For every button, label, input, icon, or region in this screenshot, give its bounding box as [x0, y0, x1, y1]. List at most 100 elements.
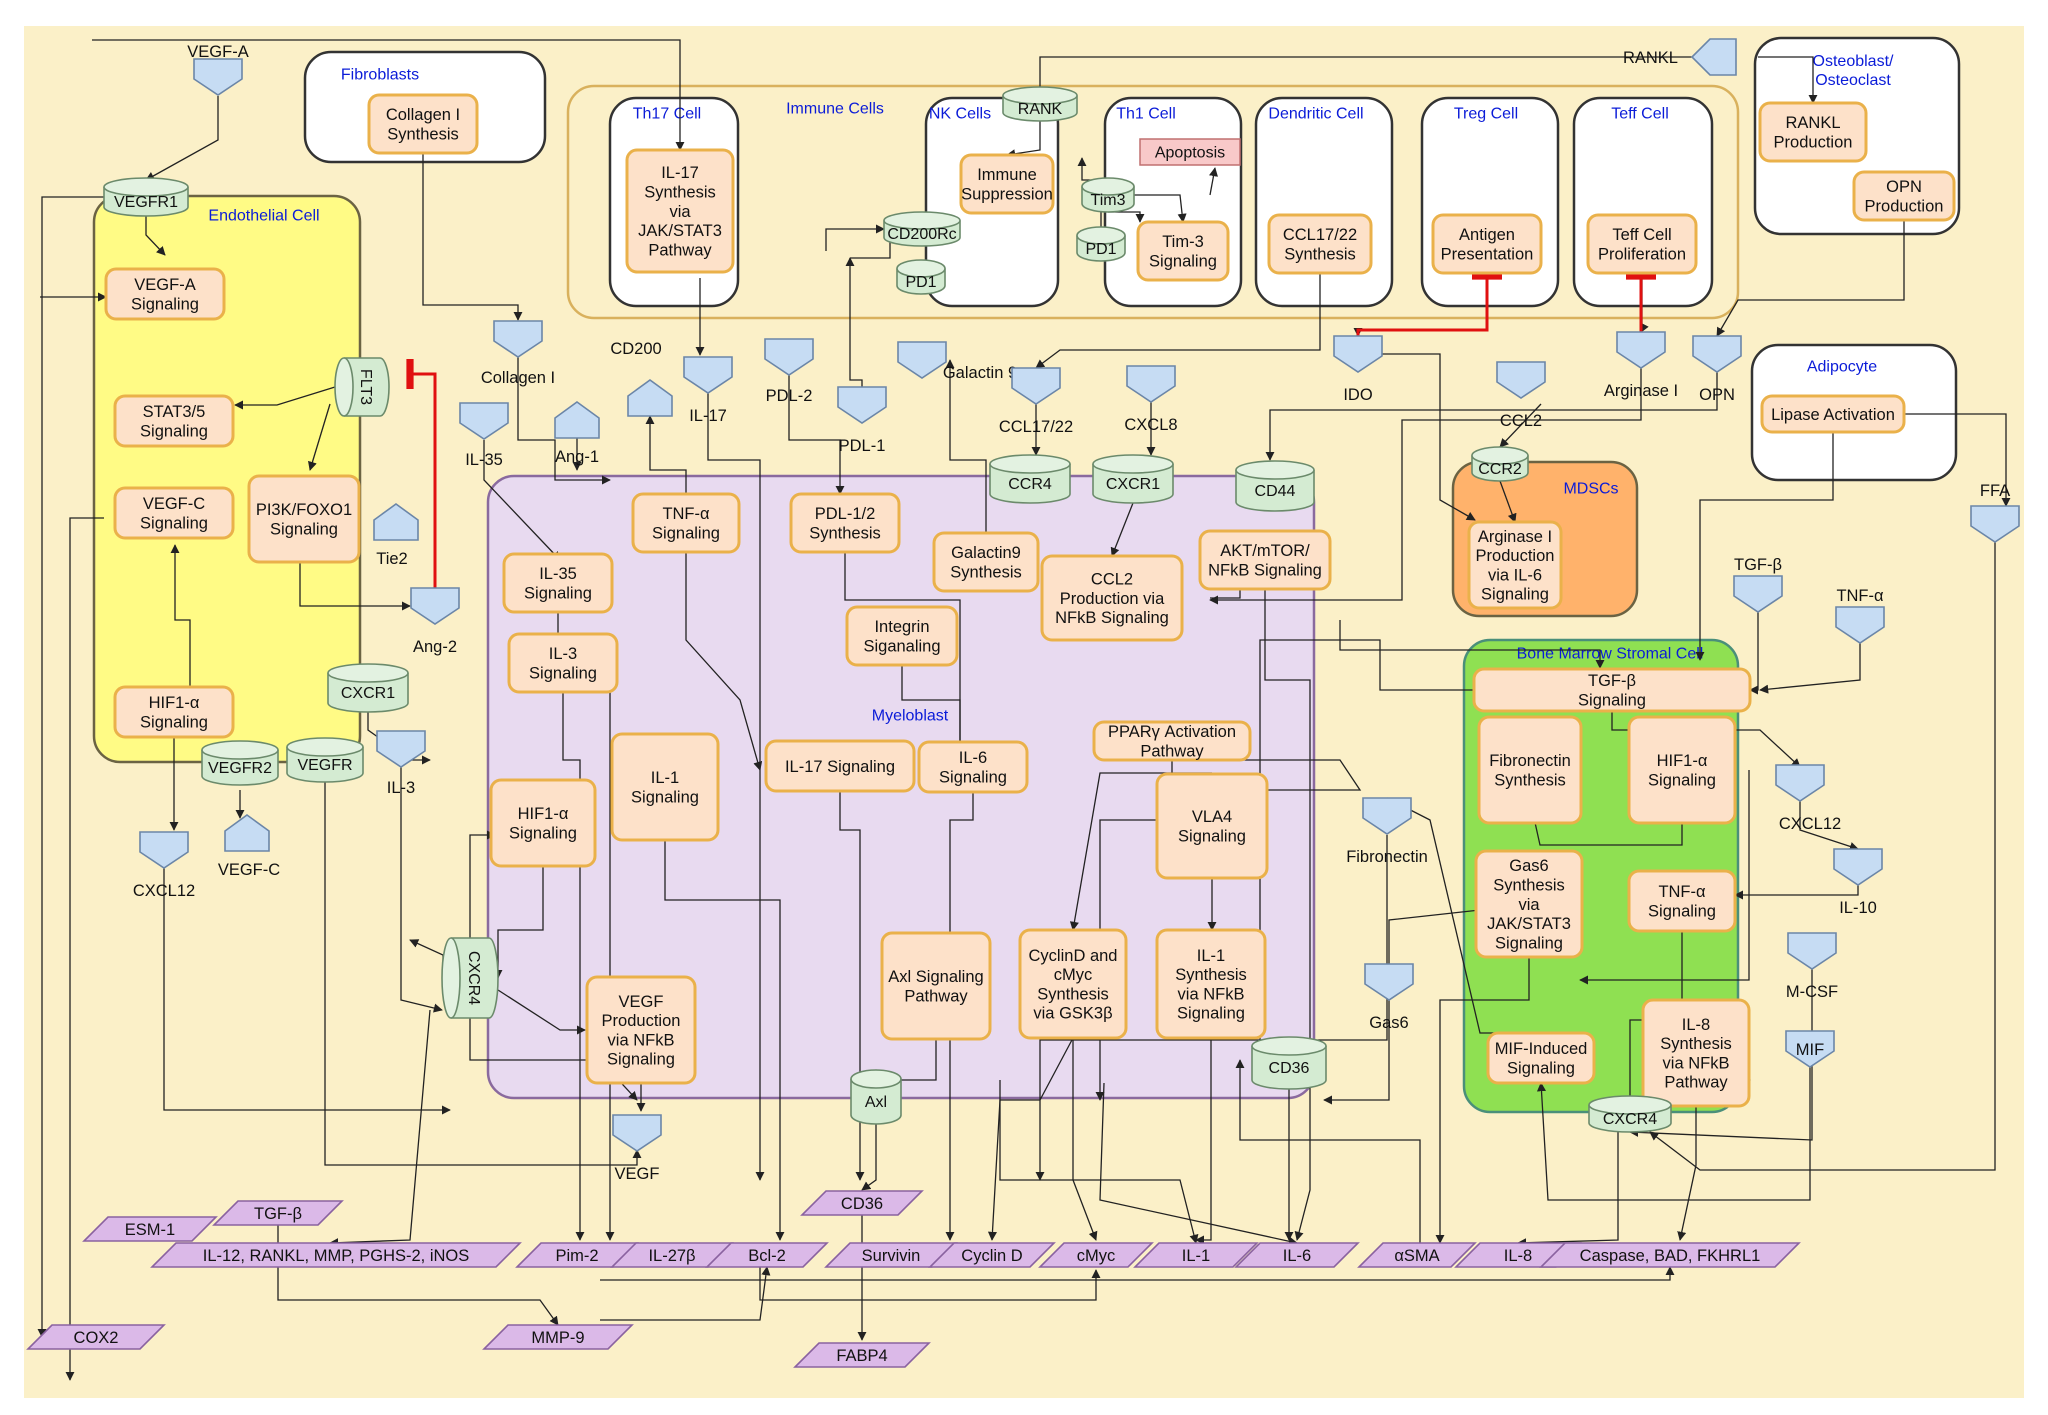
receptor-cxcr4-left: CXCR4: [441, 937, 499, 1019]
connector-edge: [329, 1009, 431, 1248]
ligand-pdl1: PDL-1: [837, 386, 887, 455]
connector-edge: [1536, 1066, 1811, 1201]
treg-cell-compartment-title: Treg Cell: [1454, 106, 1518, 123]
connector-edge: [861, 1124, 877, 1191]
output-cmyc-label: cMyc: [1077, 1247, 1116, 1265]
connector-edge: [483, 440, 561, 561]
connector-edge: [299, 562, 411, 611]
connector-edge: [645, 415, 687, 494]
immune-cells-compartment-title: Immune Cells: [786, 101, 884, 118]
receptor-cd44-label: CD44: [1255, 483, 1296, 500]
ligand-ccl2: CCL2: [1496, 361, 1546, 430]
ligand-gas6: Gas6: [1364, 963, 1414, 1032]
ligand-ido: IDO: [1333, 335, 1383, 404]
receptor-cxcr1-left: CXCR1: [327, 663, 409, 713]
ligand-ffa: FFA: [1970, 482, 2020, 543]
output-esm1-label: ESM-1: [125, 1221, 175, 1239]
output-fabp4: FABP4: [793, 1342, 931, 1368]
receptor-cd36-recv: CD36: [1251, 1036, 1327, 1090]
teff-cell-compartment-title: Teff Cell: [1611, 106, 1669, 123]
ligand-rankl-label: RANKL: [1623, 49, 1678, 67]
output-fabp4-label: FABP4: [836, 1347, 887, 1365]
connector-edge: [987, 1037, 1074, 1241]
ligand-tnfa-right-label: TNF-α: [1836, 587, 1884, 605]
ligand-pdl1-label: PDL-1: [839, 437, 886, 455]
ligand-il3-label: IL-3: [387, 779, 415, 797]
connector-edge: [145, 216, 166, 256]
connector-edge: [562, 692, 585, 1241]
th1-cell-compartment-title: Th1 Cell: [1116, 106, 1176, 123]
output-cyclind: Cyclin D: [928, 1242, 1056, 1268]
connector-edge: [1339, 620, 1605, 669]
connector-edge: [170, 544, 191, 735]
connector-edge: [1716, 220, 1905, 337]
output-caspase-label: Caspase, BAD, FKHRL1: [1580, 1247, 1761, 1265]
receptor-vegfr: VEGFR: [286, 737, 364, 783]
output-cox2-label: COX2: [74, 1329, 119, 1347]
connector-edge: [497, 989, 586, 1035]
connector-edge: [1265, 372, 1718, 461]
receptor-cxcr4-left-label: CXCR4: [465, 951, 482, 1005]
connector-edge: [1695, 432, 1834, 661]
receptor-cd200rc-label: CD200Rc: [887, 226, 956, 243]
treg-cell-compartment: Treg Cell: [1420, 96, 1560, 308]
ligand-cd200-label: CD200: [610, 340, 661, 358]
receptor-flt3-label: FLT3: [357, 369, 374, 405]
connector-edge: [1677, 1106, 1697, 1241]
output-pim2-label: Pim-2: [555, 1247, 598, 1265]
ligand-ffa-label: FFA: [1980, 482, 2010, 500]
ligand-ido-label: IDO: [1343, 386, 1373, 404]
ligand-cxcl12-left: CXCL12: [133, 831, 195, 900]
receptor-axl: Axl: [850, 1069, 902, 1125]
ligand-ang1: Ang-1: [554, 401, 600, 466]
receptor-axl-label: Axl: [865, 1094, 887, 1111]
process-lipase-act-label: Lipase Activation: [1771, 406, 1895, 424]
connector-edge: [493, 866, 544, 979]
inhibition-edge: [406, 359, 437, 588]
output-cox2: COX2: [26, 1324, 166, 1350]
nk-cells-compartment-title: NK Cells: [929, 106, 991, 123]
ligand-pdl2: PDL-2: [764, 338, 814, 405]
output-il12-label: IL-12, RANKL, MMP, PGHS-2, iNOS: [203, 1247, 470, 1265]
receptor-pd1-th1-label: PD1: [1085, 241, 1116, 258]
output-esm1: ESM-1: [82, 1216, 218, 1242]
ligand-ang2-label: Ang-2: [413, 638, 457, 656]
connector-edge: [1499, 403, 1542, 448]
output-il8-label: IL-8: [1504, 1247, 1532, 1265]
ligand-il35: IL-35: [459, 402, 509, 469]
receptor-ccr2-label: CCR2: [1478, 461, 1522, 478]
ligand-il3: IL-3: [376, 730, 426, 797]
output-il27b: IL-27β: [610, 1242, 734, 1268]
ligand-mif: MIF: [1785, 1030, 1835, 1068]
connector-edge: [1110, 502, 1134, 557]
ligand-cxcl12-right-label: CXCL12: [1779, 815, 1841, 833]
connector-edge: [1195, 1038, 1212, 1245]
process-apoptosis: Apoptosis: [1139, 138, 1241, 166]
process-akt-sig-label: AKT/mTOR/NFkB Signaling: [1208, 542, 1322, 579]
ligand-vegf-label: VEGF: [615, 1165, 660, 1183]
ligand-opn: OPN: [1692, 335, 1742, 404]
connector-edge: [685, 552, 763, 771]
